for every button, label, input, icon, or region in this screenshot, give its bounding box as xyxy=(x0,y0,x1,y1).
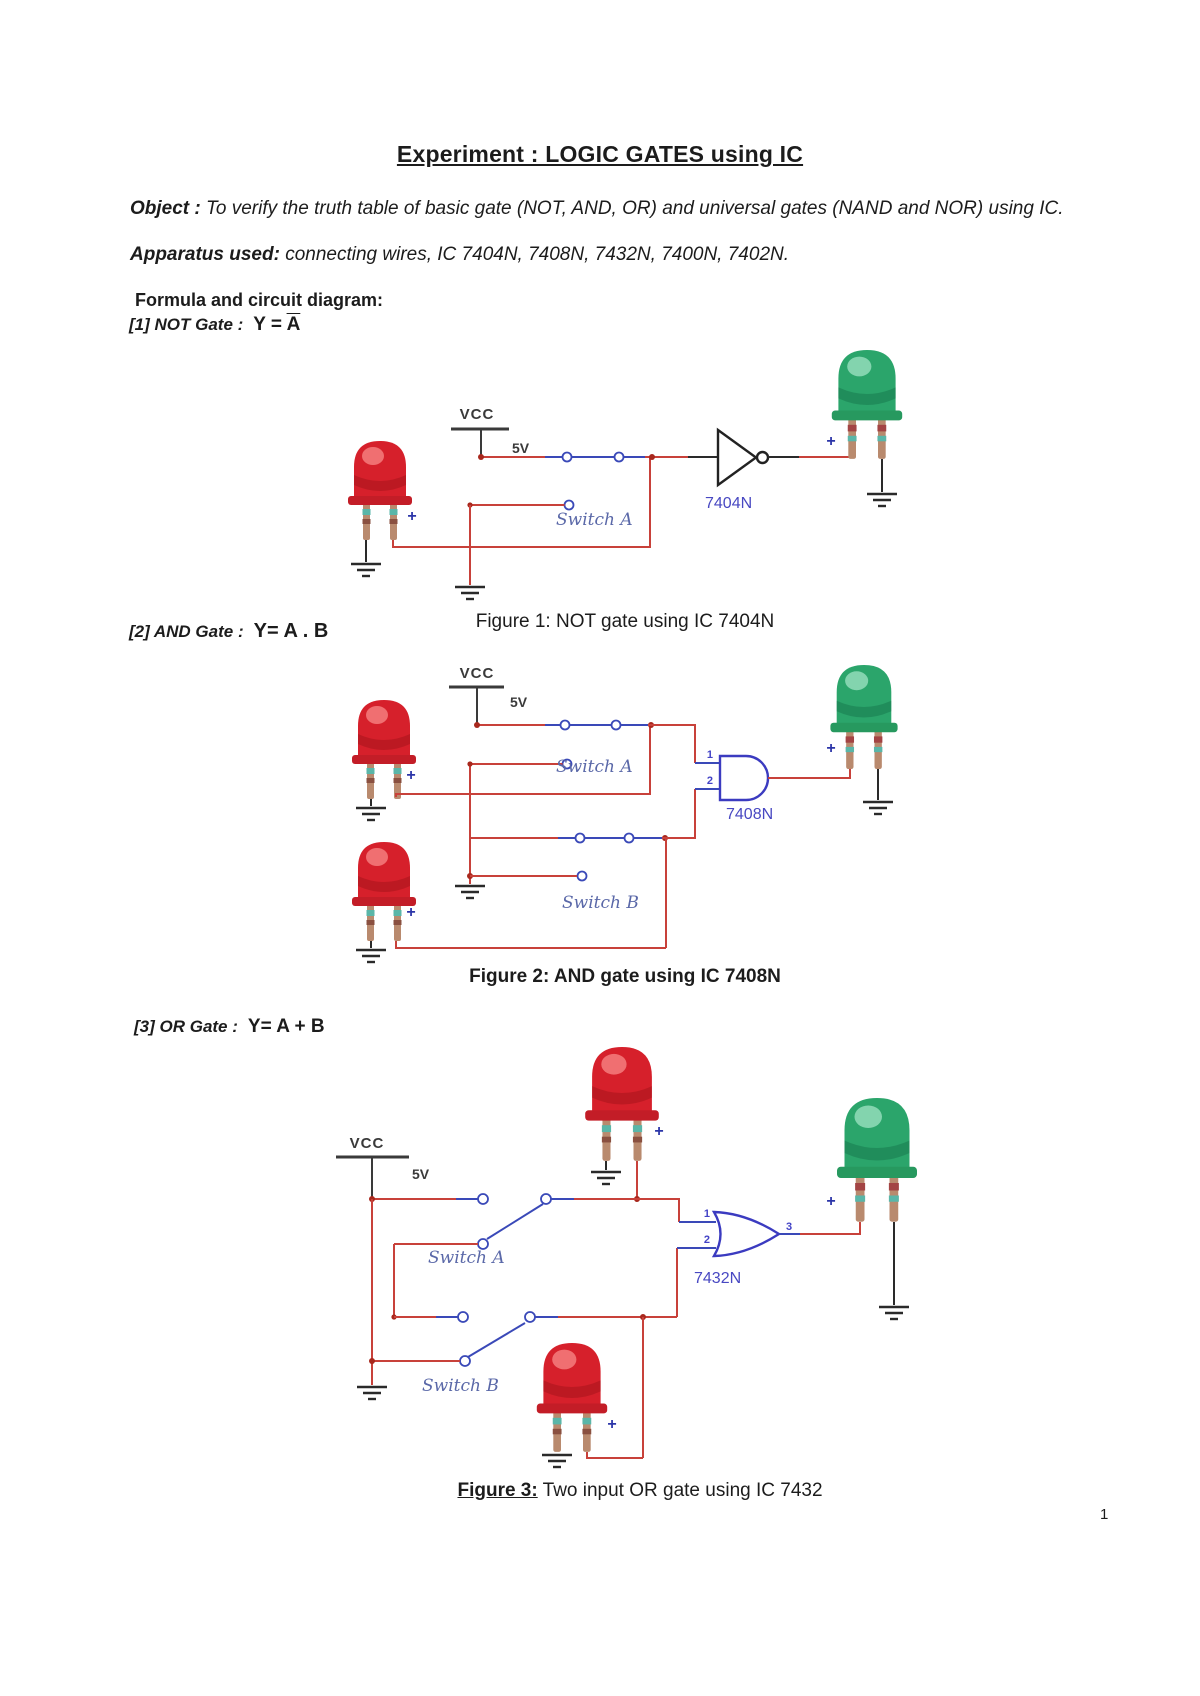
fig1-switch-a-label: Switch A xyxy=(556,510,633,530)
fig2-switch-b-contact-1 xyxy=(574,832,586,844)
fig2-switch-b-contact-2 xyxy=(623,832,635,844)
fig3-ground-led-a xyxy=(589,1170,623,1186)
fig3-switch-a-blade xyxy=(486,1203,544,1240)
fig3-pin3-label: 3 xyxy=(786,1221,792,1233)
fig3-switch-b-contact-1 xyxy=(457,1311,469,1323)
fig2-plus-b: + xyxy=(406,904,415,921)
fig3-plus-out: + xyxy=(826,1193,835,1210)
fig2-switch-a-label: Switch A xyxy=(556,757,633,777)
not-gate-label: [1] NOT Gate : xyxy=(129,315,244,334)
not-gate-heading: [1] NOT Gate : Y = A xyxy=(129,314,300,336)
fig2-switch-b-label: Switch B xyxy=(562,893,639,913)
or-gate-label: [3] OR Gate : xyxy=(134,1017,238,1036)
figure1-caption: Figure 1: NOT gate using IC 7404N xyxy=(475,611,775,632)
fig2-ic-label: 7408N xyxy=(726,806,773,823)
fig1-switch-contact-2 xyxy=(613,451,625,463)
fig3-plus-a: + xyxy=(654,1123,663,1140)
fig2-pin1-label: 1 xyxy=(707,749,713,761)
not-formula-overline-a: A xyxy=(286,314,301,335)
fig2-and-gate-symbol xyxy=(718,754,770,802)
fig1-5v-label: 5V xyxy=(512,440,530,456)
apparatus-label: Apparatus used: xyxy=(130,244,286,265)
fig3-ground-led-out xyxy=(877,1305,911,1321)
formula-heading: Formula and circuit diagram: xyxy=(135,290,384,310)
fig3-ground-switch xyxy=(355,1385,389,1401)
fig1-ic-label: 7404N xyxy=(705,495,752,512)
fig3-switch-b-label: Switch B xyxy=(422,1376,499,1396)
fig3-red-led-b xyxy=(536,1343,608,1452)
fig2-ground-led-out xyxy=(861,800,895,816)
fig2-vcc-label: VCC xyxy=(460,665,495,682)
figure2-caption: Figure 2: AND gate using IC 7408N xyxy=(469,966,781,987)
page-number: 1 xyxy=(1100,1506,1109,1523)
fig3-switch-b-blade xyxy=(467,1322,526,1358)
fig2-ground-led-a xyxy=(354,806,388,822)
fig3-switch-a-label: Switch A xyxy=(428,1248,505,1268)
fig3-switch-b-throw xyxy=(459,1355,471,1367)
fig3-ic-label: 7432N xyxy=(694,1270,741,1287)
fig1-not-gate-bubble xyxy=(755,450,770,465)
fig3-switch-a-contact-2 xyxy=(540,1193,552,1205)
page-title: Experiment : LOGIC GATES using IC xyxy=(396,141,804,167)
fig3-or-gate-symbol xyxy=(711,1210,782,1258)
and-gate-formula: Y= A . B xyxy=(253,620,329,642)
fig2-switch-b-throw xyxy=(576,870,588,882)
fig3-ground-led-b xyxy=(540,1453,574,1469)
fig1-switch-throw xyxy=(563,499,575,511)
fig3-plus-b: + xyxy=(607,1416,616,1433)
fig3-pin1-label: 1 xyxy=(704,1208,710,1220)
not-gate-formula: Y = A xyxy=(253,314,301,335)
object-label: Object : xyxy=(130,198,207,219)
fig2-green-led xyxy=(830,665,898,769)
fig1-red-led xyxy=(348,441,412,540)
and-gate-label: [2] AND Gate : xyxy=(129,622,244,641)
and-gate-heading: [2] AND Gate : Y= A . B xyxy=(129,620,328,643)
page-header: Experiment : LOGIC GATES using IC xyxy=(0,141,1200,168)
apparatus-line: Apparatus used: connecting wires, IC 740… xyxy=(130,244,1090,266)
fig3-pin2-label: 2 xyxy=(704,1234,710,1246)
fig3-vcc-label: VCC xyxy=(350,1135,385,1152)
fig2-pin2-label: 2 xyxy=(707,775,713,787)
figure3-caption-label: Figure 3: xyxy=(457,1480,538,1501)
fig3-5v-label: 5V xyxy=(412,1166,430,1182)
fig1-plus-output: + xyxy=(826,433,835,450)
object-text: To verify the truth table of basic gate … xyxy=(206,198,1064,219)
object-line: Object : To verify the truth table of ba… xyxy=(130,198,1090,220)
figure3-or-circuit: + VCC 5V Switch A 1 2 3 xyxy=(336,1047,917,1469)
figure1-not-circuit: VCC 5V + Switch A 7404 xyxy=(348,350,903,601)
fig3-switch-b-contact-2 xyxy=(524,1311,536,1323)
fig1-switch-contact-1 xyxy=(561,451,573,463)
fig1-vcc-label: VCC xyxy=(460,406,495,423)
figure3-caption-text: Two input OR gate using IC 7432 xyxy=(537,1480,823,1501)
fig3-switch-a-contact-1 xyxy=(477,1193,489,1205)
fig2-red-led-b xyxy=(352,842,416,941)
or-gate-heading: [3] OR Gate : Y= A + B xyxy=(134,1016,325,1038)
fig1-ground-switch xyxy=(453,585,487,601)
fig2-plus-out: + xyxy=(826,740,835,757)
fig2-plus-a: + xyxy=(406,767,415,784)
fig2-5v-label: 5V xyxy=(510,694,528,710)
fig1-ground-led-output xyxy=(865,492,899,508)
fig2-switch-a-contact-2 xyxy=(610,719,622,731)
fig2-ground-led-b xyxy=(354,948,388,964)
fig3-green-led xyxy=(837,1098,917,1222)
fig2-red-led-a xyxy=(352,700,416,799)
fig1-ground-led-input xyxy=(349,562,383,578)
figure2-and-circuit: + VCC 5V 1 xyxy=(352,665,898,964)
or-gate-formula: Y= A + B xyxy=(247,1016,325,1037)
fig3-red-led-a xyxy=(585,1047,659,1161)
apparatus-text: connecting wires, IC 7404N, 7408N, 7432N… xyxy=(285,244,790,265)
fig1-plus-input: + xyxy=(407,508,416,525)
fig2-switch-a-contact-1 xyxy=(559,719,571,731)
fig1-green-led xyxy=(831,350,903,459)
figure3-caption: Figure 3: Two input OR gate using IC 743… xyxy=(320,1480,960,1502)
fig1-not-gate-symbol xyxy=(716,427,759,488)
fig2-ground-switch xyxy=(453,884,487,900)
